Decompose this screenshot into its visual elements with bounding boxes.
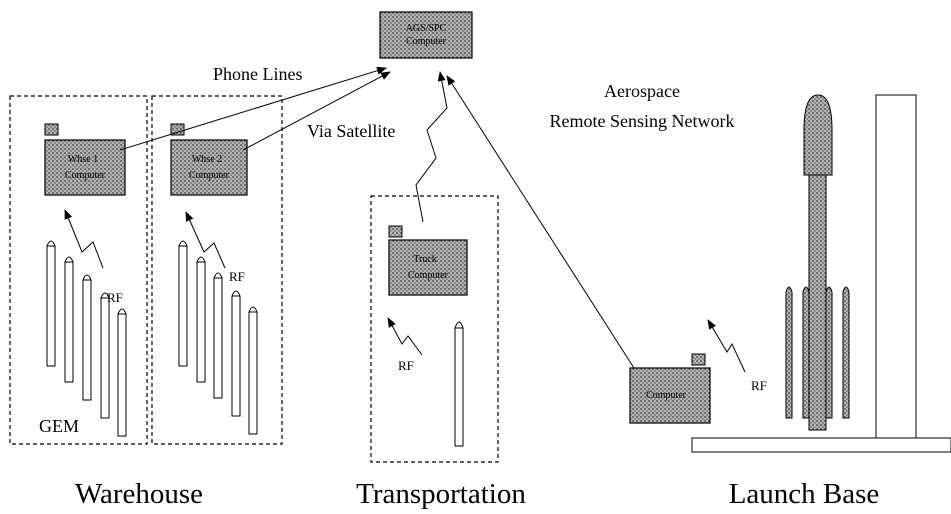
wh1-canisters [46,240,127,437]
wh1-computer-icon [44,123,59,136]
rf-label-wh1: RF [107,290,123,305]
truck-computer-label-1: Truck [413,254,437,265]
rf-link-wh2 [185,211,226,269]
truck-computer-label-2: Computer [408,270,449,281]
phone-line-arrow-1 [119,66,387,151]
rf-link-truck [387,317,423,356]
rf-link-wh1 [64,209,104,269]
phone-line-arrow-2 [242,71,391,151]
transportation-box [370,195,499,463]
base-computer-icon [691,353,706,366]
warehouse-title: Warehouse [75,478,203,510]
wh2-canisters [178,240,258,435]
base-computer [629,367,711,424]
central-computer [379,11,473,59]
satellite-link-arrow [415,71,448,223]
warehouse-box-2 [151,95,283,445]
truck-canister [454,321,464,447]
wh1-computer-label-1: Whse 1 [68,154,98,165]
wh2-computer-icon [170,123,185,136]
rf-label-truck: RF [398,358,414,373]
wh2-computer-label-2: Computer [189,170,230,181]
phone-lines-label: Phone Lines [213,64,303,84]
central-computer-label-1: AGS/SPC [406,23,447,34]
aerospace-link-arrow [446,75,635,369]
rocket [785,94,850,431]
central-computer-label-2: Computer [406,36,447,47]
aerospace-label-2: Remote Sensing Network [550,111,735,131]
rf-link-base [707,319,746,373]
gem-label: GEM [39,416,79,436]
launch-pad [691,437,951,453]
rf-label-base: RF [751,378,767,393]
warehouse-box-1 [9,95,148,445]
launch-base-title: Launch Base [729,478,880,510]
base-computer-label: Computer [646,390,687,401]
wh1-computer-label-2: Computer [65,170,106,181]
rf-label-wh2: RF [229,269,245,284]
wh1-computer [44,139,126,196]
via-satellite-label: Via Satellite [307,121,395,141]
wh2-computer [170,139,248,196]
transportation-title: Transportation [356,478,526,510]
truck-computer [388,239,468,296]
wh2-computer-label-1: Whse 2 [192,154,222,165]
aerospace-label-1: Aerospace [604,81,680,101]
truck-computer-icon [388,225,403,238]
launch-tower [875,94,917,439]
